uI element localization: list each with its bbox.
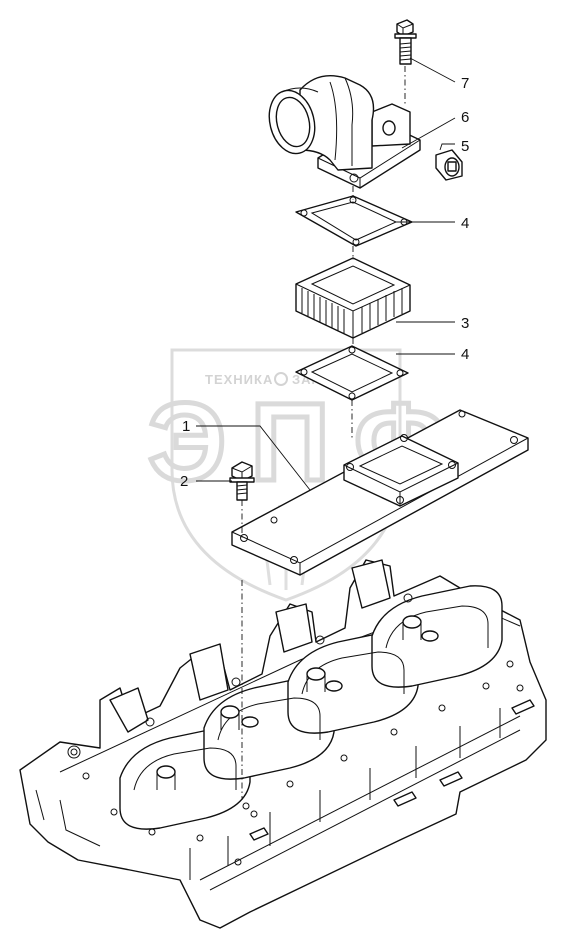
- part-1-cover-plate: [231, 409, 529, 576]
- callout-labels: 7 6 5 4 3 4 1 2: [180, 75, 469, 490]
- part-7-bolt: [394, 19, 417, 65]
- part-3-spacer-block: [295, 257, 411, 339]
- callout-5: 5: [461, 138, 469, 155]
- part-4-gasket-lower: [295, 345, 409, 401]
- callout-1: 1: [182, 418, 190, 435]
- cylinder-head: [19, 559, 547, 929]
- callout-2: 2: [180, 473, 188, 490]
- part-5-plug: [435, 149, 463, 181]
- callout-4-upper: 4: [461, 215, 469, 232]
- assembly-lines: [241, 66, 406, 800]
- leader-lines: [196, 57, 456, 491]
- part-6-elbow-housing: [268, 75, 421, 189]
- watermark-gear-icon: [274, 372, 288, 386]
- watermark-left-text: ТЕХНИКА: [205, 372, 273, 387]
- part-2-bolt: [229, 461, 255, 501]
- callout-6: 6: [461, 109, 469, 126]
- part-4-gasket-upper: [295, 195, 413, 247]
- callout-3: 3: [461, 315, 469, 332]
- callout-7: 7: [461, 75, 469, 92]
- callout-4-lower: 4: [461, 346, 469, 363]
- valve-bosses: [156, 615, 439, 790]
